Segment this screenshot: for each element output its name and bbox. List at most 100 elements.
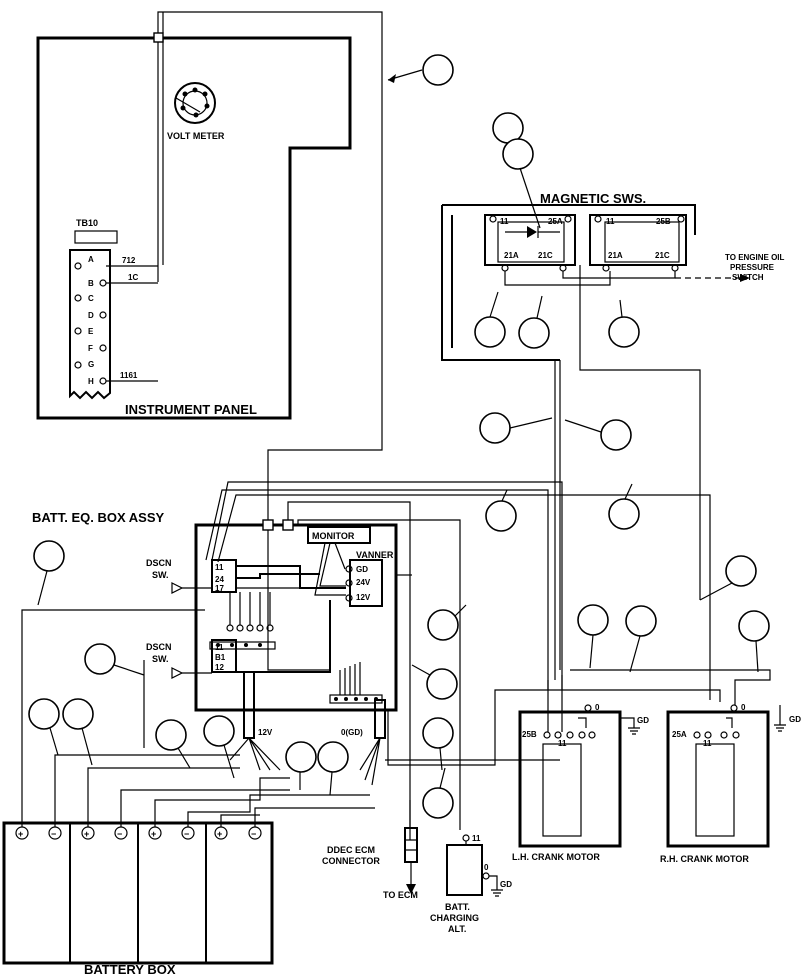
batt-term-1: + [18,829,23,839]
dscn-sw-2a: DSCN [146,642,172,652]
callout-11 [33,540,65,572]
batt-eq-box: BATT. EQ. BOX ASSY MONITOR VANNER GD 24V… [32,481,721,840]
dscn-switch-1 [211,559,237,593]
post-gd-label: 0(GD) [341,728,363,737]
to-engine-oil-2: PRESSURE [730,263,775,272]
msw-left-21a: 21A [504,251,519,260]
callout-4 [474,316,506,348]
lh-crank-label: L.H. CRANK MOTOR [512,852,600,862]
battery-box-label: BATTERY BOX [84,962,176,977]
callout-23 [422,717,454,749]
callout-25 [317,741,349,773]
tb-letter-h: H [88,377,94,386]
instrument-panel-label: INSTRUMENT PANEL [125,402,257,417]
tb-letter-d: D [88,311,94,320]
callout-15 [625,605,657,637]
dscn1-17: 17 [215,584,224,593]
batt-alt-1: BATT. [445,902,470,912]
batt-charging-alt: 11 0 GD BATT. CHARGING ALT. [430,834,512,934]
wire-712-label: 712 [122,256,136,265]
callout-26 [422,787,454,819]
monitor-box [307,526,371,544]
monitor-label: MONITOR [312,531,355,541]
terminal-block-tb10: TB10 A B C D E F G H 712 1C 1161 [69,218,158,400]
callout-24 [285,741,317,773]
magnetic-sws-label: MAGNETIC SWS. [540,191,646,206]
dscn-sw-2b: SW. [152,654,169,664]
tb-letter-a: A [88,255,94,264]
instrument-panel: INSTRUMENT PANEL [36,36,352,420]
dscn-sw-1a: DSCN [146,558,172,568]
dscn-sw-1b: SW. [152,570,169,580]
tb-letter-f: F [88,344,93,353]
batt-term-4: − [117,829,122,839]
alt-0: 0 [484,863,489,872]
battery-wiring [21,609,381,827]
ddec-label-1: DDEC ECM [327,845,375,855]
msw-right-21a: 21A [608,251,623,260]
panel-feed-wires [153,11,383,520]
magnetic-switch-left [484,214,576,266]
post-gd [374,699,386,739]
batt-term-2: − [51,829,56,839]
callout-9 [485,500,517,532]
callout-22 [203,715,235,747]
lh-0: 0 [595,703,600,712]
vanner-label: VANNER [356,550,394,560]
volt-meter: VOLT METER [167,82,225,141]
magnetic-switch-right [589,214,687,266]
fuse-row [209,592,276,650]
lh-11: 11 [558,739,567,748]
callout-21 [155,719,187,751]
ddec-label-2: CONNECTOR [322,856,380,866]
callout-markers [28,54,770,819]
wire-1161-label: 1161 [120,371,138,380]
rh-crank-motor: 25A 11 0 GD R.H. CRANK MOTOR [660,703,801,864]
post-12v-label: 12V [258,728,273,737]
batt-term-8: − [251,829,256,839]
callout-13 [427,609,459,641]
dscn2-11: 11 [215,643,224,652]
callout-8 [600,419,632,451]
callout-10 [608,498,640,530]
volt-meter-label: VOLT METER [167,131,225,141]
tb-letter-g: G [88,360,94,369]
dscn-switch-2 [211,639,237,673]
batt-alt-3: ALT. [448,924,466,934]
alt-gd: GD [500,880,512,889]
magnetic-switches: MAGNETIC SWS. 11 25A 21A 21C 11 25B 21A … [441,191,785,680]
battery-box: BATTERY BOX + − + − + − + − [2,821,274,977]
tb-letter-e: E [88,327,94,336]
callout-17 [84,643,116,675]
vanner-24v: 24V [356,578,371,587]
callout-5 [518,317,550,349]
tb-letter-b: B [88,279,94,288]
wire-1c-label: 1C [128,273,138,282]
callout-12 [725,555,757,587]
callout-3 [502,138,534,170]
ddec-ecm-connector: DDEC ECM CONNECTOR TO ECM [322,800,418,900]
dscn2-12: 12 [215,663,224,672]
callout-20 [62,698,94,730]
msw-left-25a: 25A [548,217,563,226]
batt-term-5: + [151,829,156,839]
rh-gd: GD [789,715,801,724]
rh-0: 0 [741,703,746,712]
alt-11: 11 [472,834,481,843]
post-12v [243,671,255,739]
rh-11: 11 [703,739,712,748]
batt-term-7: + [217,829,222,839]
callout-1 [422,54,454,86]
batt-alt-2: CHARGING [430,913,479,923]
rh-crank-label: R.H. CRANK MOTOR [660,854,749,864]
batt-term-3: + [84,829,89,839]
msw-right-25b: 25B [656,217,671,226]
callout-14 [577,604,609,636]
dscn1-11: 11 [215,563,224,572]
dscn2-b1: B1 [215,653,226,662]
msw-right-21c: 21C [655,251,670,260]
dscn1-24: 24 [215,575,224,584]
msw-left-21c: 21C [538,251,553,260]
vanner-12v: 12V [356,593,371,602]
